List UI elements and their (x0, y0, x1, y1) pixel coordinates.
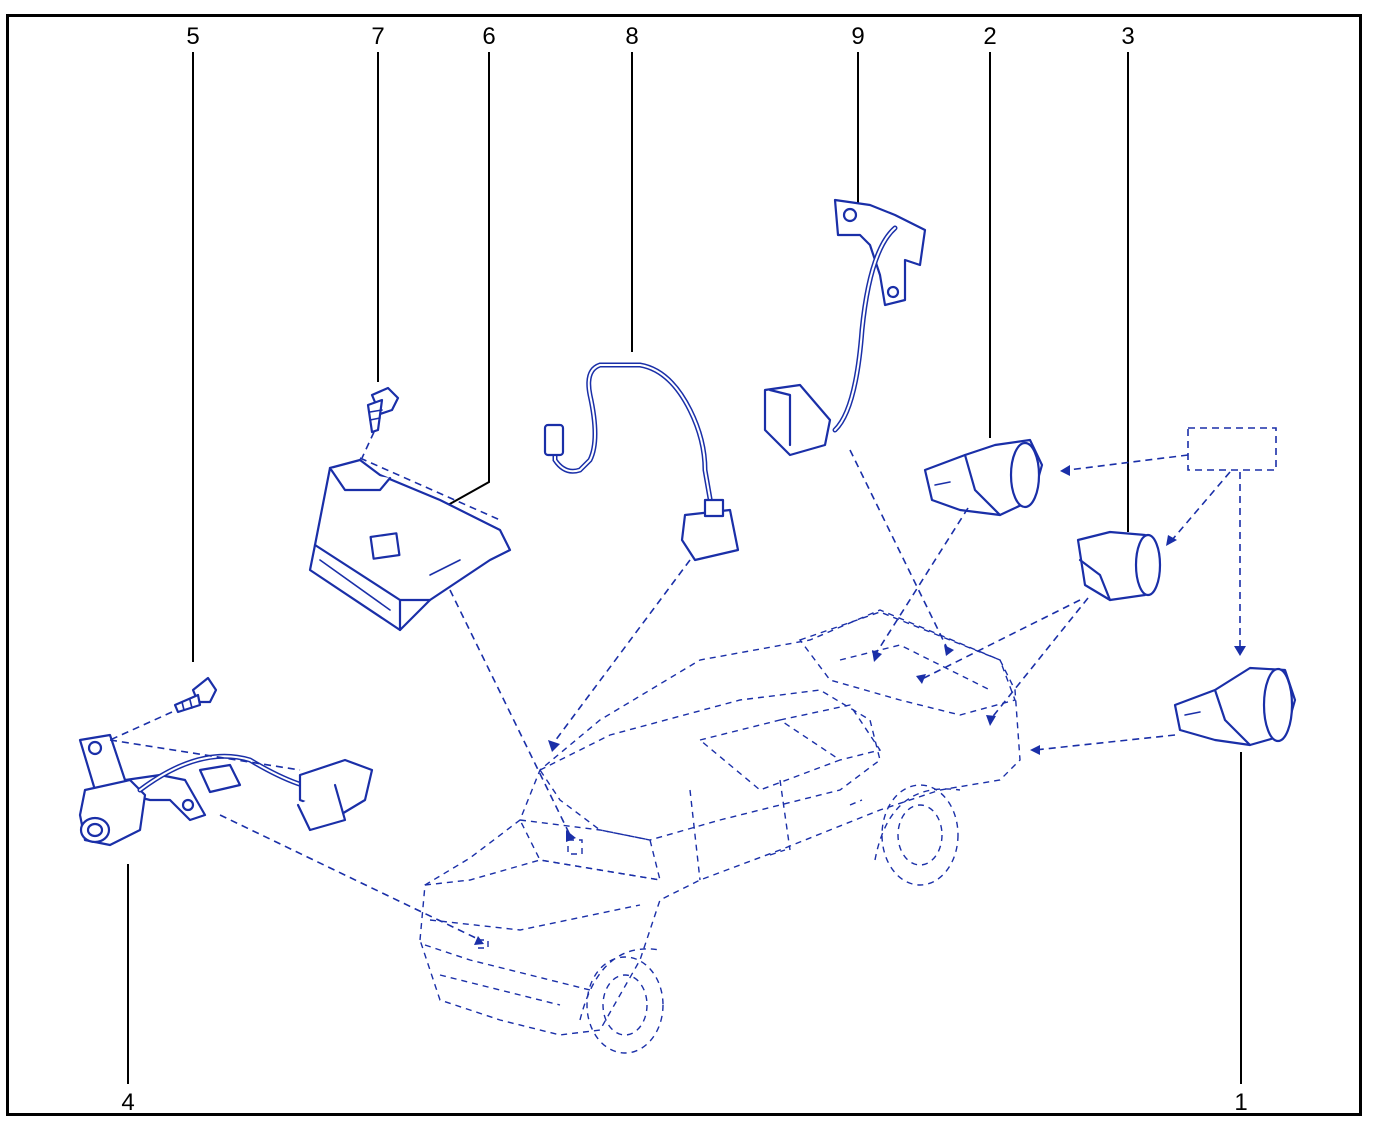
callout-9: 9 (851, 23, 865, 206)
callout-number-4: 4 (121, 1089, 134, 1116)
callout-2: 2 (983, 23, 997, 438)
reference-box (1060, 427, 1277, 656)
part-3-sensor (916, 530, 1162, 726)
callout-number-5: 5 (186, 23, 199, 50)
part-2-sensor (872, 438, 1044, 662)
callout-8: 8 (625, 23, 639, 352)
callout-number-2: 2 (983, 23, 996, 50)
vehicle-outline (419, 609, 1021, 1054)
callout-5: 5 (186, 23, 200, 662)
callout-number-8: 8 (625, 23, 638, 50)
callout-number-9: 9 (851, 23, 864, 50)
callout-number-1: 1 (1234, 1089, 1247, 1116)
part-7-screw (361, 386, 400, 459)
callout-number-7: 7 (371, 23, 384, 50)
part-6-control-module (308, 457, 576, 842)
callout-6: 6 (447, 23, 496, 506)
callout-1: 1 (1234, 752, 1248, 1116)
callout-number-6: 6 (482, 23, 495, 50)
part-4-camera-assembly (78, 733, 484, 945)
callout-7: 7 (371, 23, 385, 382)
callout-number-3: 3 (1121, 23, 1134, 50)
part-5-screw (109, 676, 218, 741)
callout-3: 3 (1121, 23, 1135, 532)
part-1-sensor (1030, 666, 1297, 755)
part-8-harness (543, 362, 740, 752)
callout-4: 4 (121, 864, 135, 1116)
part-9-harness-bracket (763, 198, 954, 656)
